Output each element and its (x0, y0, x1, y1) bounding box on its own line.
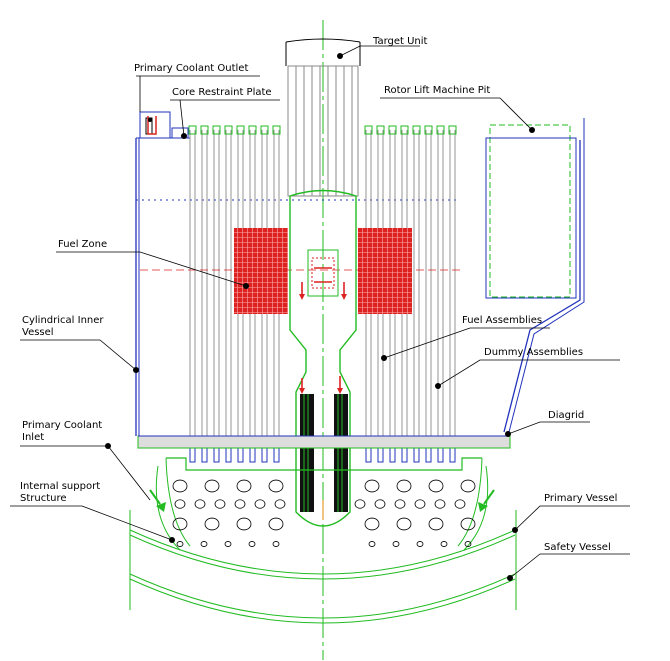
rotor-lift-machine-pit (485, 124, 577, 299)
diagrid (137, 435, 511, 449)
primary-vessel-arc (129, 529, 516, 575)
label-rotor-lift-machine-pit: Rotor Lift Machine Pit (384, 85, 490, 96)
fuel-zone-right-block (358, 228, 412, 314)
target-unit-column (285, 38, 361, 527)
vessel-arcs (129, 465, 517, 624)
label-internal-support-structure-line2: Structure (20, 493, 67, 504)
safety-vessel-arc (129, 573, 516, 619)
label-dummy-assemblies: Dummy Assemblies (484, 347, 583, 358)
label-primary-vessel: Primary Vessel (544, 493, 617, 504)
label-cylindrical-inner-vessel-line1: Cylindrical Inner (22, 315, 104, 326)
leaders (10, 45, 630, 579)
label-cylindrical-inner-vessel-line2: Vessel (22, 327, 54, 338)
fuel-zone-left-block (234, 228, 288, 314)
label-primary-coolant-inlet-line2: Inlet (22, 432, 44, 443)
internal-support-structure (165, 457, 483, 547)
fuel-zone (140, 228, 460, 314)
label-fuel-zone: Fuel Zone (58, 239, 107, 250)
flow-arrows (149, 489, 495, 512)
label-core-restraint-plate: Core Restraint Plate (172, 87, 272, 98)
label-fuel-assemblies: Fuel Assemblies (462, 315, 542, 326)
leader-dots (105, 53, 535, 581)
label-primary-coolant-outlet: Primary Coolant Outlet (134, 63, 248, 74)
labels: Target Unit Primary Coolant Outlet Core … (20, 36, 617, 553)
label-diagrid: Diagrid (548, 410, 584, 421)
label-primary-coolant-inlet-line1: Primary Coolant (22, 420, 102, 431)
label-target-unit: Target Unit (372, 36, 428, 47)
label-internal-support-structure-line1: Internal support (20, 481, 100, 492)
label-safety-vessel: Safety Vessel (544, 542, 611, 553)
coolant-outlet-nozzle (139, 111, 189, 139)
